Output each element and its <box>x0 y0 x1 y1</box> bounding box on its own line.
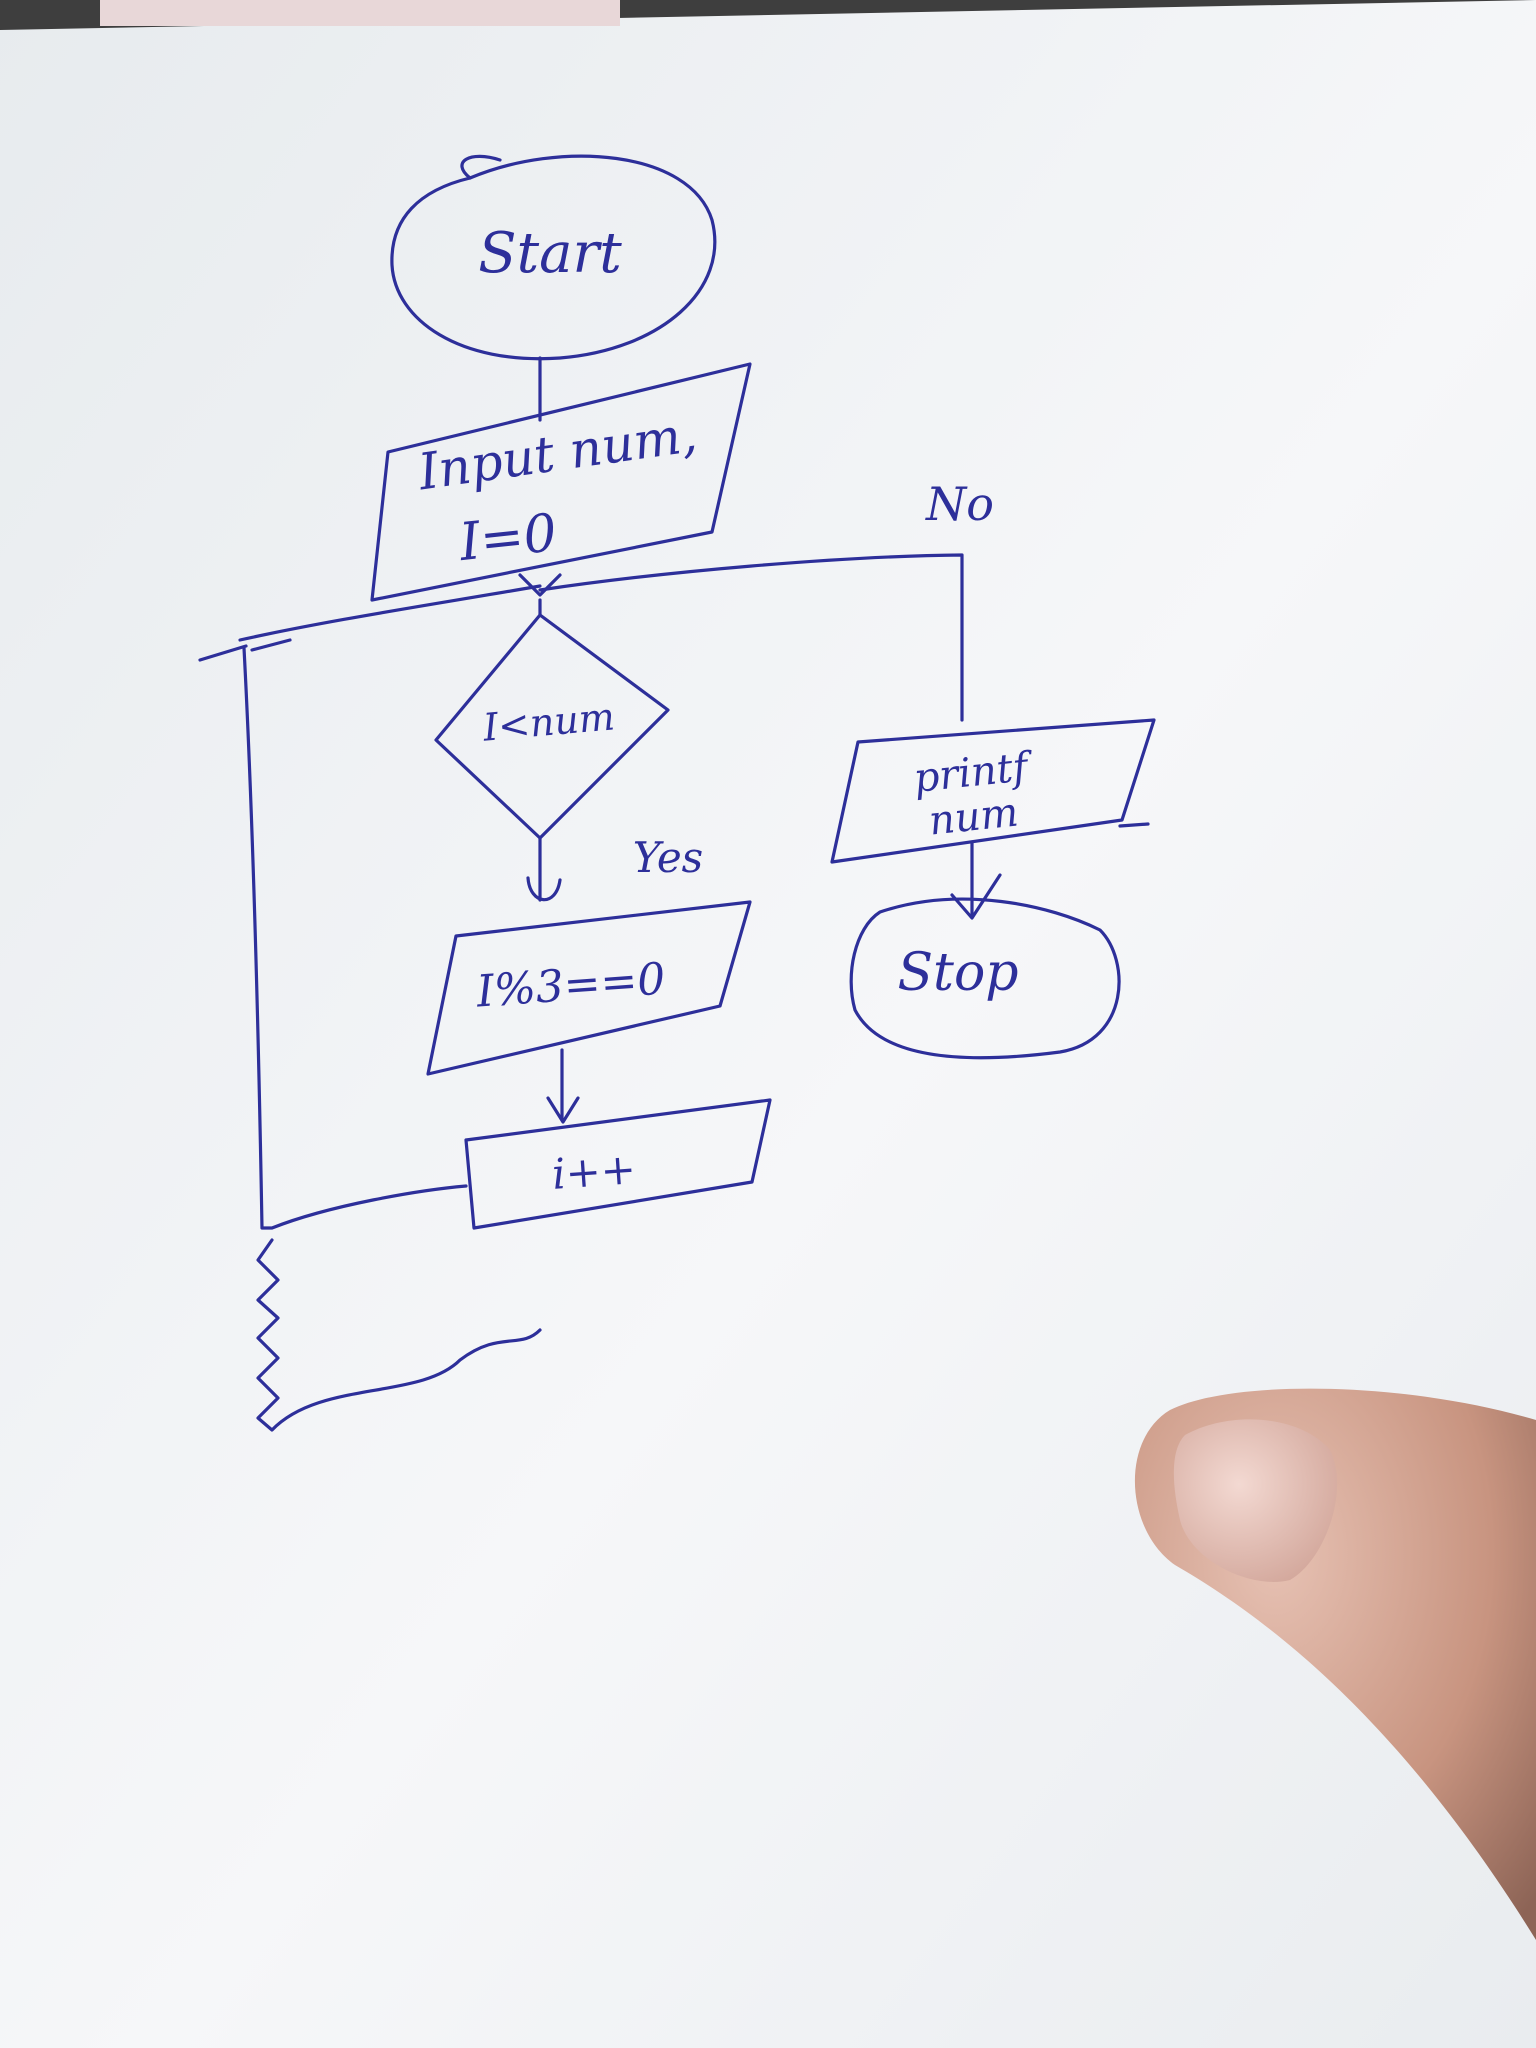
scribble <box>256 1238 542 1432</box>
stop-label: Stop <box>897 943 1018 1003</box>
start-oval <box>390 154 717 361</box>
increment-label: i++ <box>550 1144 637 1199</box>
stop-oval <box>849 897 1121 1060</box>
loop-back-line <box>242 646 468 1230</box>
fingernail <box>1173 1419 1338 1582</box>
loop-top-line <box>238 584 542 642</box>
top-edge-strip <box>100 0 620 26</box>
increment-box <box>464 1098 772 1230</box>
start-label: Start <box>478 221 622 286</box>
check-box <box>426 900 752 1076</box>
input-box <box>370 362 752 602</box>
input-label-line2: I=0 <box>456 503 560 573</box>
yes-label: Yes <box>633 833 704 882</box>
print-box <box>830 718 1156 864</box>
no-label: No <box>925 477 994 531</box>
diagram <box>198 154 1156 1432</box>
print-label-line2: num <box>927 790 1021 845</box>
finger <box>1134 1388 1536 1940</box>
no-branch-line <box>538 553 964 722</box>
